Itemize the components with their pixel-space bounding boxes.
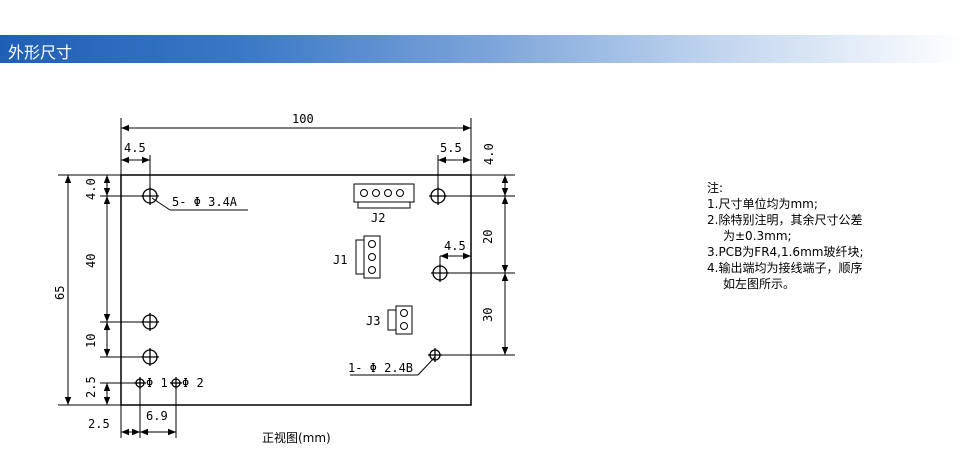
dim-right-offset-label: 5.5 <box>440 141 462 155</box>
note-line: 如左图所示。 <box>723 277 796 291</box>
connector-j2 <box>353 183 415 209</box>
note-line: 为±0.3mm; <box>723 229 792 243</box>
dim-left-offset-label: 4.5 <box>124 141 146 155</box>
dim-width-label: 100 <box>292 112 314 126</box>
pin-label-1: Φ 1 <box>146 376 168 390</box>
note-line: 4.输出端均为接线端子，顺序 <box>707 261 863 275</box>
dim-top-right-label: 4.0 <box>482 143 496 165</box>
dim-6-9-label: 6.9 <box>146 409 168 423</box>
note-line: 2.除特别注明，其余尺寸公差 <box>707 213 863 227</box>
connector-j1-label: J1 <box>333 253 347 267</box>
connector-j3 <box>387 305 413 335</box>
dim-top-left-label: 4.0 <box>84 178 98 200</box>
dim-40-label: 40 <box>84 254 98 268</box>
hole-label-b: 1- Φ 2.4B <box>348 361 413 375</box>
dim-2-5-horizontal-label: 2.5 <box>88 417 110 431</box>
notes-title: 注: <box>707 181 724 195</box>
drawing-caption: 正视图(mm) <box>262 430 331 445</box>
pin-label-2: Φ 2 <box>182 376 204 390</box>
note-line: 3.PCB为FR4,1.6mm玻纤块; <box>707 245 864 259</box>
section-title: 外形尺寸 <box>8 43 73 62</box>
dim-2-5-vertical-label: 2.5 <box>84 376 98 398</box>
note-line: 1.尺寸单位均为mm; <box>707 197 818 211</box>
connector-j2-label: J2 <box>371 211 385 225</box>
mounting-holes <box>134 187 449 389</box>
dim-20-label: 20 <box>481 230 495 244</box>
pcb-outline <box>120 174 472 406</box>
dim-4-5-right-label: 4.5 <box>444 239 466 253</box>
connector-j1 <box>355 235 381 279</box>
dim-30-label: 30 <box>481 308 495 322</box>
notes-panel: 注: 1.尺寸单位均为mm; 2.除特别注明，其余尺寸公差 为±0.3mm; 3… <box>707 180 864 292</box>
dim-65-label: 65 <box>53 286 67 300</box>
section-header-bar: 外形尺寸 <box>0 35 964 63</box>
hole-label-a: 5- Φ 3.4A <box>172 195 238 209</box>
dim-10-label: 10 <box>84 334 98 348</box>
connector-j3-label: J3 <box>366 314 380 328</box>
